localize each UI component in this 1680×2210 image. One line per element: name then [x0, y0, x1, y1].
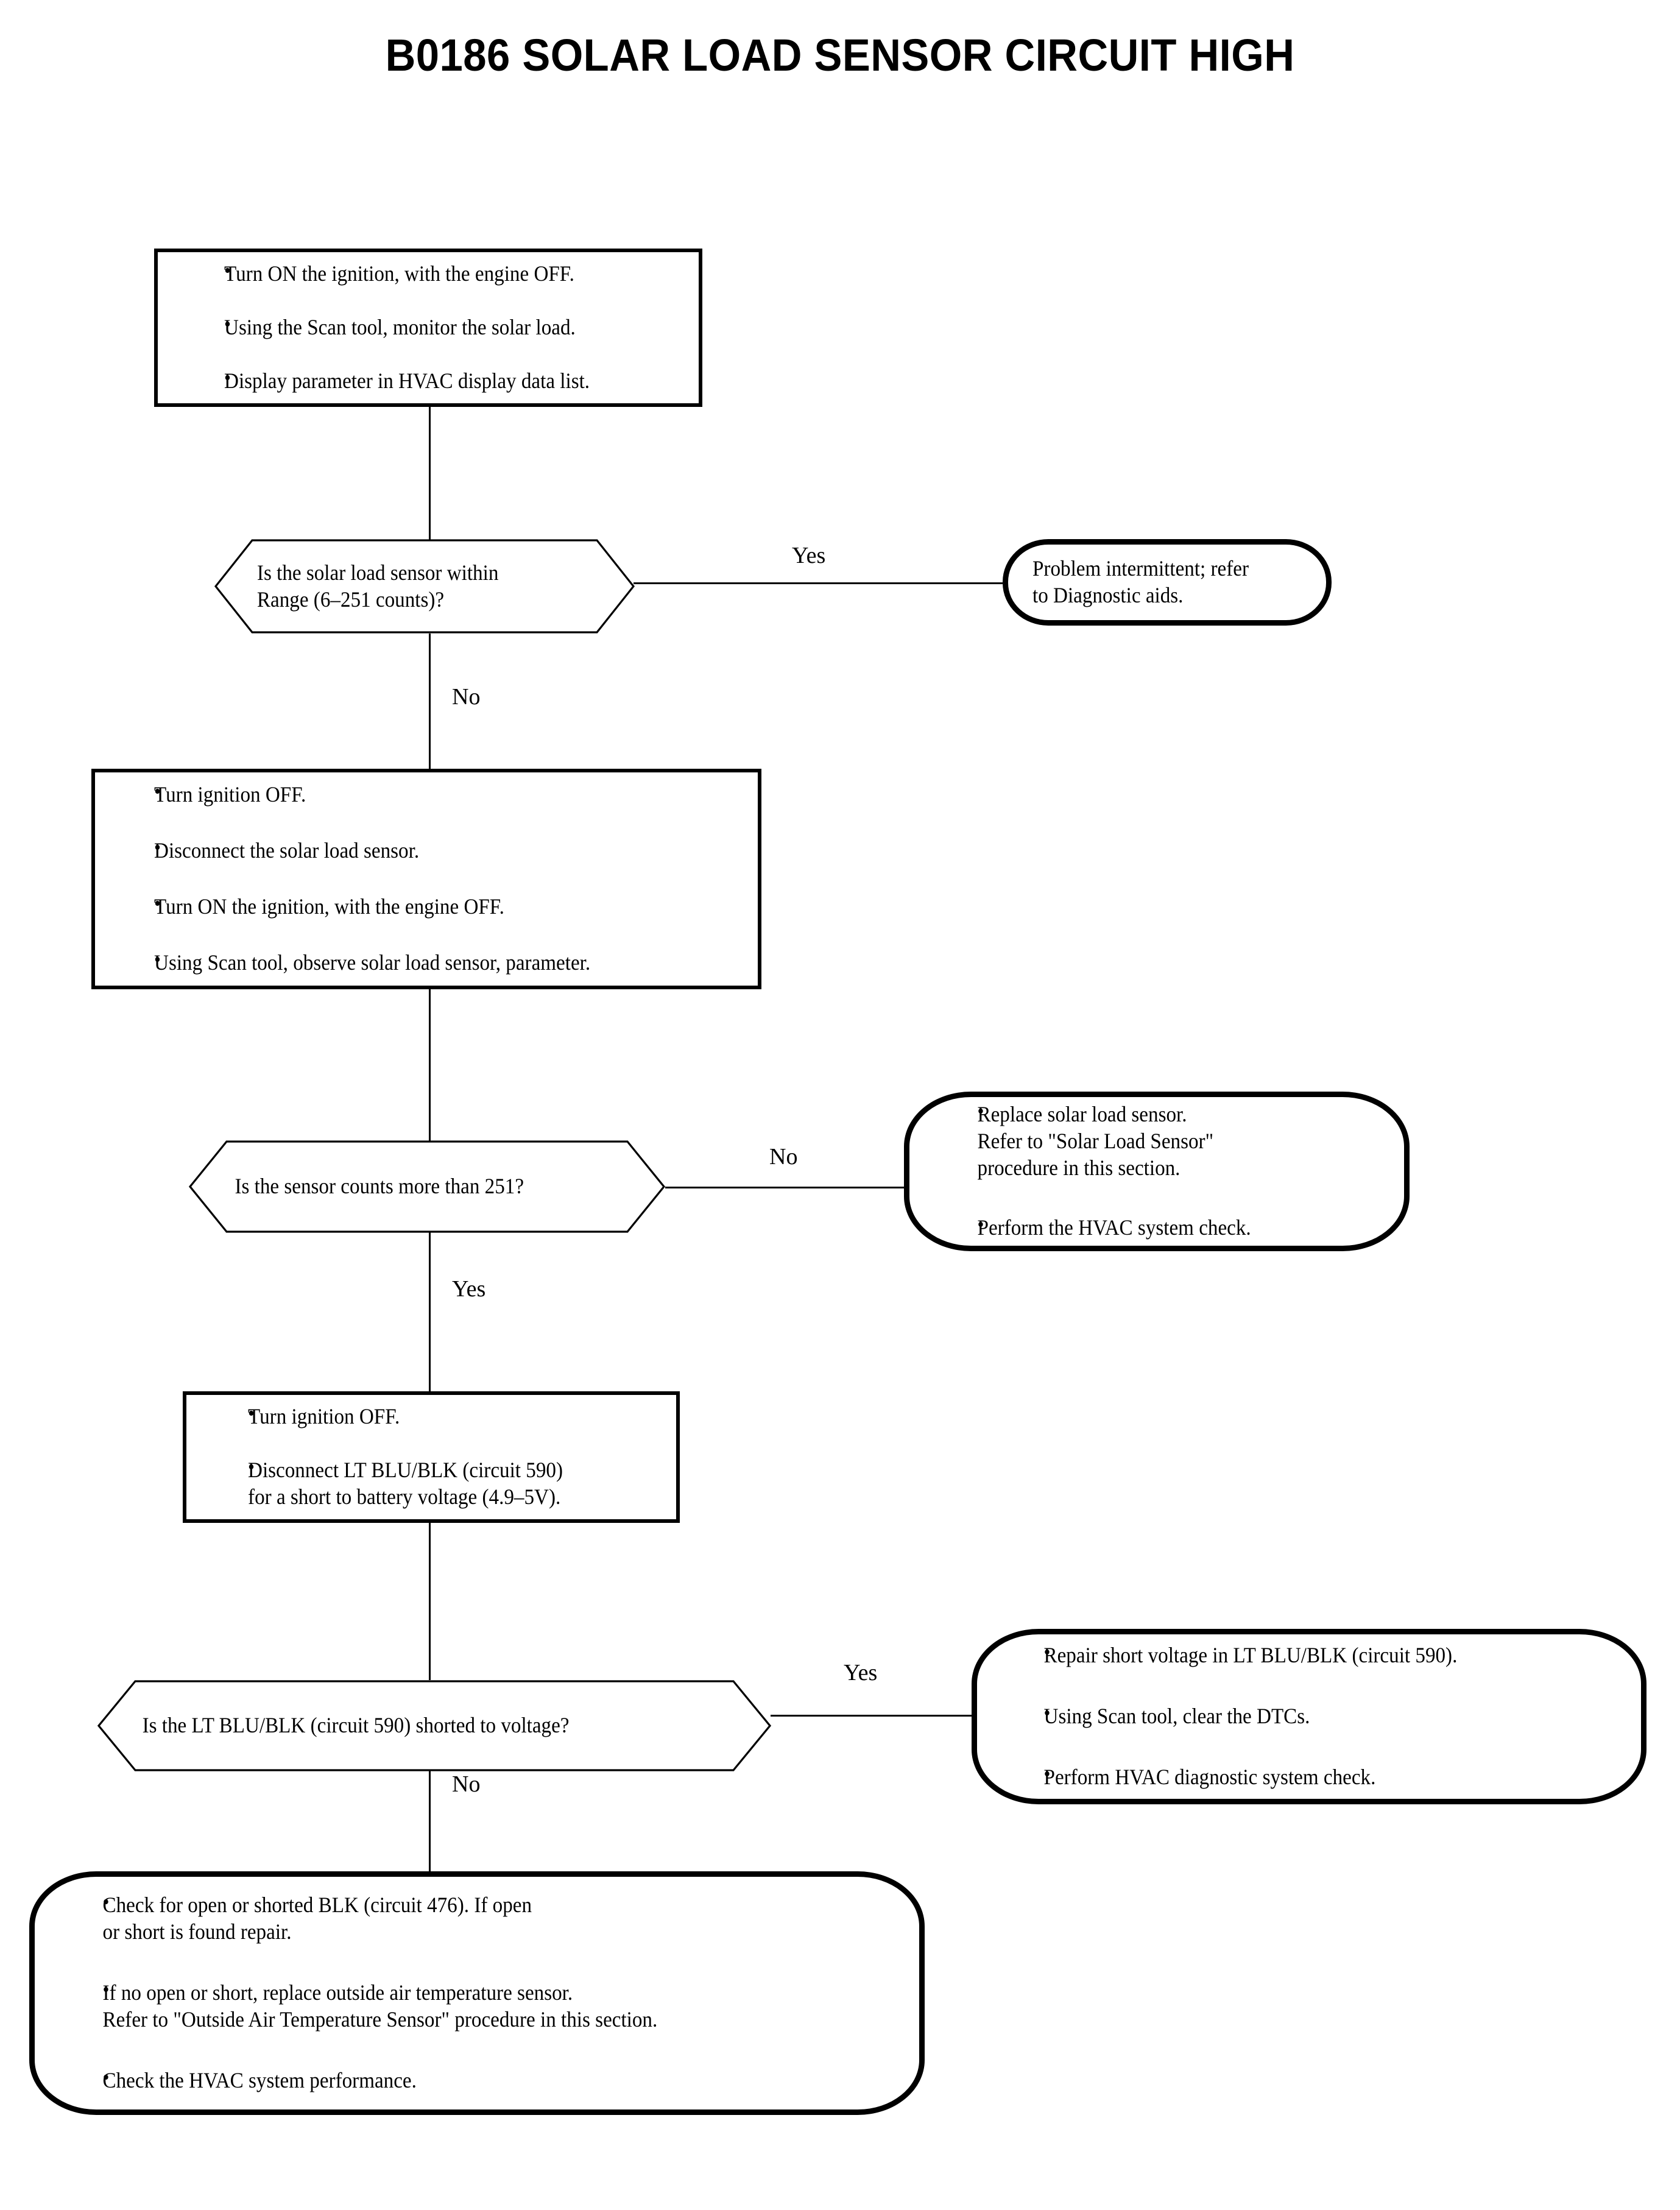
bullet-list: Replace solar load sensor. Refer to "Sol…	[909, 1097, 1404, 1246]
terminal-box-result2[interactable]: Replace solar load sensor. Refer to "Sol…	[904, 1092, 1410, 1251]
list-item: Turn ON the ignition, with the engine OF…	[189, 261, 639, 288]
connector-step3-to-decision3	[429, 1523, 431, 1680]
decision-hexagon-2[interactable]: Is the sensor counts more than 251?	[189, 1140, 665, 1233]
connector-decision3-yes	[771, 1715, 972, 1717]
decision-label: Is the solar load sensor within Range (6…	[256, 560, 499, 612]
bullet-list: Check for open or shorted BLK (circuit 4…	[35, 1877, 919, 2109]
list-item: Turn ignition OFF.	[119, 782, 688, 808]
connector-decision3-no	[429, 1740, 431, 1871]
list-item: Perform HVAC diagnostic system check.	[1012, 1764, 1574, 1791]
connector-step1-to-decision1	[429, 407, 431, 544]
hexagon-shape	[189, 1140, 665, 1233]
list-item: If no open or short, replace outside air…	[71, 1980, 835, 2033]
list-item: Check for open or shorted BLK (circuit 4…	[71, 1892, 835, 1946]
hexagon-shape	[214, 539, 635, 634]
process-box-step2[interactable]: Turn ignition OFF. Disconnect the solar …	[91, 769, 761, 989]
list-item: Replace solar load sensor. Refer to "Sol…	[946, 1101, 1350, 1182]
list-item: Disconnect LT BLU/BLK (circuit 590) for …	[213, 1457, 623, 1511]
process-box-step1[interactable]: Turn ON the ignition, with the engine OF…	[154, 249, 702, 407]
decision-hexagon-1[interactable]: Is the solar load sensor within Range (6…	[214, 539, 635, 634]
bullet-list: Repair short voltage in LT BLU/BLK (circ…	[977, 1634, 1641, 1799]
branch-label-yes-3: Yes	[844, 1660, 878, 1686]
connector-decision2-yes	[429, 1218, 431, 1391]
terminal-text: Problem intermittent; refer to Diagnosti…	[1032, 556, 1249, 607]
list-item: Disconnect the solar load sensor.	[119, 838, 688, 864]
connector-decision2-no	[665, 1187, 904, 1188]
terminal-box-result3[interactable]: Repair short voltage in LT BLU/BLK (circ…	[972, 1629, 1646, 1804]
list-item: Check the HVAC system performance.	[71, 2067, 835, 2094]
connector-decision1-no	[429, 634, 431, 769]
list-item: Using Scan tool, observe solar load sens…	[119, 950, 688, 976]
bullet-list: Turn ON the ignition, with the engine OF…	[158, 252, 699, 403]
bullet-list: Turn ignition OFF. Disconnect LT BLU/BLK…	[186, 1395, 676, 1519]
process-box-step3[interactable]: Turn ignition OFF. Disconnect LT BLU/BLK…	[183, 1391, 680, 1523]
decision-label: Is the LT BLU/BLK (circuit 590) shorted …	[142, 1713, 570, 1738]
branch-label-no-2: No	[769, 1144, 798, 1170]
list-item: Using the Scan tool, monitor the solar l…	[189, 314, 639, 341]
decision-label: Is the sensor counts more than 251?	[235, 1174, 524, 1199]
list-item: Using Scan tool, clear the DTCs.	[1012, 1703, 1574, 1730]
bullet-list: Turn ignition OFF. Disconnect the solar …	[95, 772, 758, 986]
hexagon-shape	[97, 1680, 771, 1771]
list-item: Repair short voltage in LT BLU/BLK (circ…	[1012, 1642, 1574, 1669]
connector-step2-to-decision2	[429, 989, 431, 1157]
list-item: Turn ignition OFF.	[213, 1403, 623, 1430]
branch-label-no-3: No	[452, 1771, 481, 1797]
connector-decision1-yes	[634, 582, 1003, 584]
list-item: Perform the HVAC system check.	[946, 1215, 1350, 1241]
decision-hexagon-3[interactable]: Is the LT BLU/BLK (circuit 590) shorted …	[97, 1680, 771, 1771]
terminal-box-result1[interactable]: Problem intermittent; refer to Diagnosti…	[1003, 539, 1332, 626]
branch-label-yes-2: Yes	[452, 1276, 486, 1302]
branch-label-yes-1: Yes	[792, 543, 826, 568]
page-title: B0186 SOLAR LOAD SENSOR CIRCUIT HIGH	[385, 30, 1295, 80]
branch-label-no-1: No	[452, 684, 481, 710]
list-item: Display parameter in HVAC display data l…	[189, 368, 639, 395]
terminal-box-result4[interactable]: Check for open or shorted BLK (circuit 4…	[29, 1871, 925, 2115]
list-item: Turn ON the ignition, with the engine OF…	[119, 894, 688, 920]
